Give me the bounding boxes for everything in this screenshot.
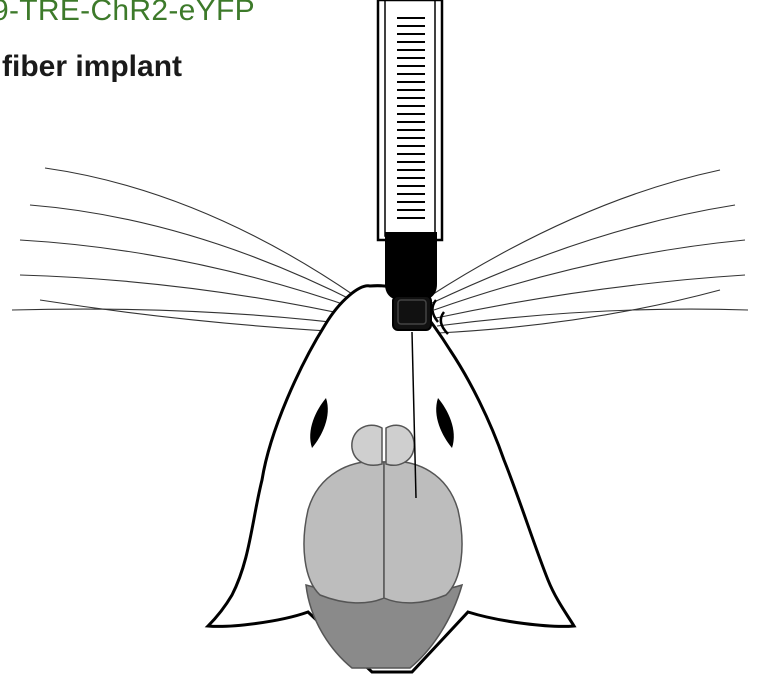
syringe-plunger-tip xyxy=(385,232,437,298)
whiskers-left xyxy=(12,168,365,333)
whiskers-right xyxy=(430,170,748,333)
left-olfactory-bulb xyxy=(352,425,382,465)
